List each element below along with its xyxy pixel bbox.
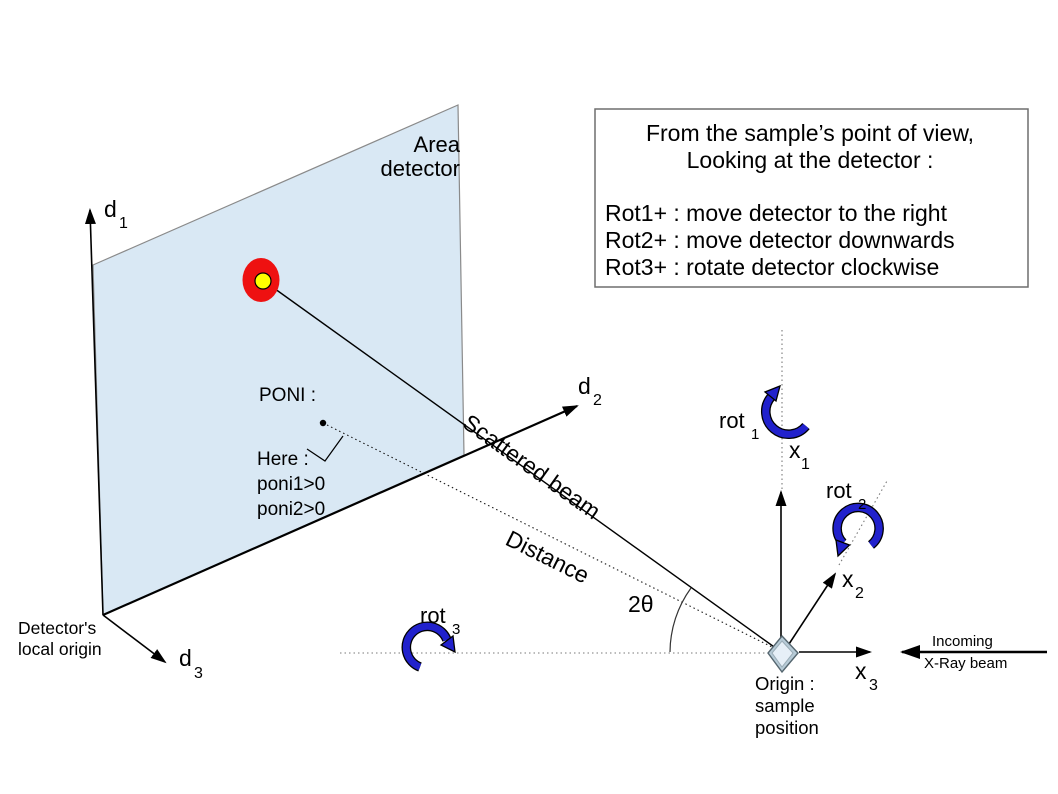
rot2-label: rot 2 xyxy=(826,478,866,513)
rot3-sub: 3 xyxy=(452,621,460,638)
info-box: From the sample’s point of view, Looking… xyxy=(594,108,1029,288)
sample-diamond xyxy=(767,634,799,674)
d2-base: d xyxy=(578,373,591,399)
rot2-base: rot xyxy=(826,478,852,503)
distance-label: Distance xyxy=(502,525,594,588)
rot1-arrowhead xyxy=(763,384,781,403)
d2-axis-label: d 2 xyxy=(578,373,602,409)
rot3-arrow xyxy=(401,621,456,672)
x1-axis-label: x 1 xyxy=(789,437,810,473)
area-detector-label-line2: detector xyxy=(381,156,461,181)
incoming-beam-label-line2: X-Ray beam xyxy=(924,655,1007,672)
origin-label-line1: Origin : xyxy=(755,673,815,694)
info-box-line2: Looking at the detector : xyxy=(687,147,934,173)
rot2-arrow xyxy=(832,502,884,558)
info-box-rot1-desc: Rot1+ : move detector to the right xyxy=(605,200,948,226)
info-box-rot2-desc: Rot2+ : move detector downwards xyxy=(605,227,955,253)
distance-dotted-line xyxy=(322,422,777,650)
two-theta-label: 2θ xyxy=(628,591,654,617)
rot1-sub: 1 xyxy=(751,426,759,443)
poni-leader-mark xyxy=(306,435,344,462)
origin-label-line2: sample xyxy=(755,695,815,716)
rot1-base: rot xyxy=(719,408,745,433)
x2-sub: 2 xyxy=(855,585,864,602)
rot2-arrowhead xyxy=(835,539,851,558)
poni-here-label: Here : xyxy=(257,449,309,470)
d1-sub: 1 xyxy=(119,215,128,232)
x2-axis-arrow xyxy=(788,572,837,645)
x1-base: x xyxy=(789,437,801,463)
x2-axis-label: x 2 xyxy=(842,566,864,602)
d2-sub: 2 xyxy=(593,392,602,409)
poni-point xyxy=(319,419,327,427)
poni-cond1-label: poni1>0 xyxy=(257,474,325,495)
beam-spot xyxy=(242,258,280,302)
poni-cond2-label: poni2>0 xyxy=(257,499,325,520)
rot3-arrowhead xyxy=(439,634,456,654)
info-box-line1: From the sample’s point of view, xyxy=(646,120,974,146)
x3-base: x xyxy=(855,658,867,684)
detector-origin-label-line2: local origin xyxy=(18,639,102,659)
d3-axis-arrow xyxy=(102,614,167,664)
incoming-beam-label-line1: Incoming xyxy=(932,633,993,650)
sample-diamond-inner xyxy=(771,640,794,668)
d3-sub: 3 xyxy=(194,665,203,682)
x3-sub: 3 xyxy=(869,677,878,694)
d3-axis-label: d 3 xyxy=(179,645,203,682)
rot1-arrow xyxy=(760,384,810,440)
d2-axis-arrow xyxy=(102,404,579,617)
poni-title-label: PONI : xyxy=(259,385,316,406)
area-detector-label-line1: Area xyxy=(414,132,461,157)
rot2-sub: 2 xyxy=(858,496,866,513)
d1-axis-label: d 1 xyxy=(104,196,128,232)
rot1-label: rot 1 xyxy=(719,408,759,443)
detector-origin-label-line1: Detector's xyxy=(18,618,96,638)
rot3-base: rot xyxy=(420,603,446,628)
origin-label-line3: position xyxy=(755,717,819,738)
x3-axis-label: x 3 xyxy=(855,658,878,694)
info-box-border xyxy=(594,108,1029,288)
x2-base: x xyxy=(842,566,854,592)
d1-base: d xyxy=(104,196,117,222)
rot3-label: rot 3 xyxy=(420,603,460,638)
x1-sub: 1 xyxy=(801,456,810,473)
two-theta-arc xyxy=(669,587,692,653)
d1-axis-arrow xyxy=(84,208,104,616)
info-box-rot3-desc: Rot3+ : rotate detector clockwise xyxy=(605,254,939,280)
scattered-beam-line xyxy=(263,280,778,650)
d3-base: d xyxy=(179,645,192,671)
beam-spot-center xyxy=(254,272,272,290)
